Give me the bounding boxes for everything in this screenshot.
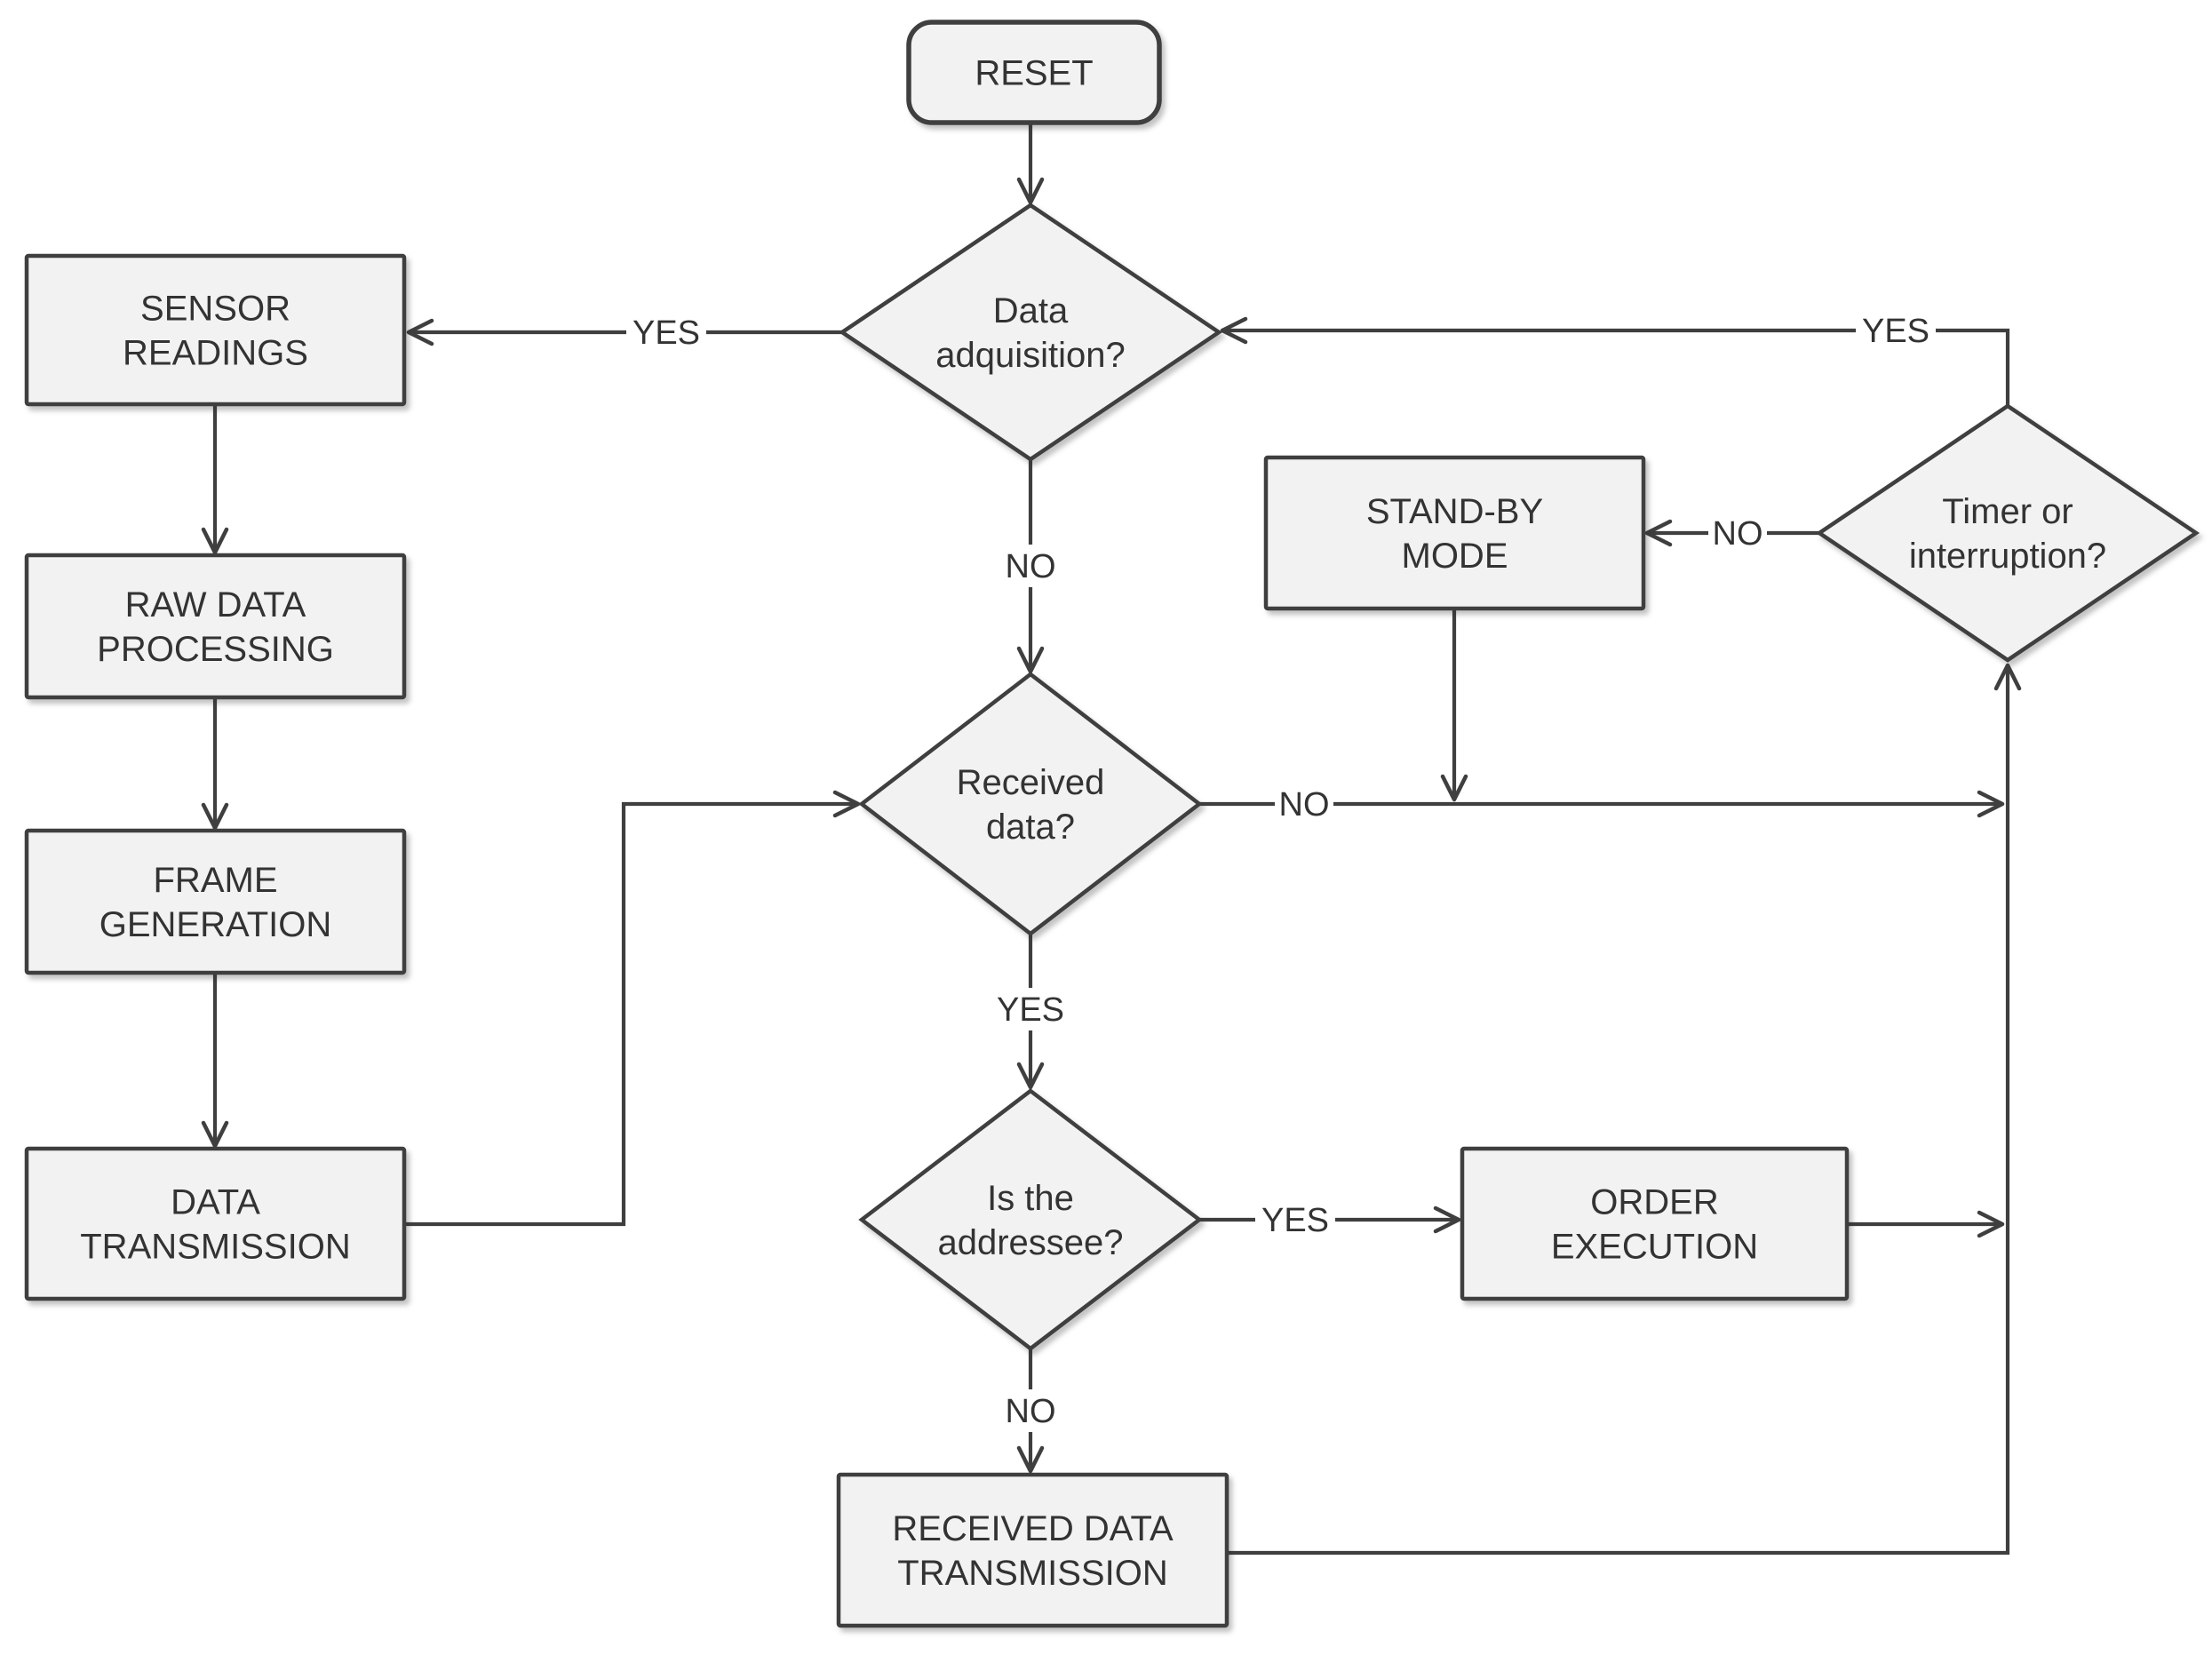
node-order-execution-shape <box>1460 1146 1850 1301</box>
edge-label-data-acquisition-no-to-received-data: NO <box>1001 545 1060 587</box>
node-data-acquisition-decision-shape <box>838 203 1223 462</box>
edge-label-plate <box>626 311 706 354</box>
node-stand-by-mode-shape <box>1263 455 1646 611</box>
edge-label-text: YES <box>1261 1202 1329 1239</box>
node-timer-or-interruption-decision-shape <box>1815 403 2200 663</box>
edge-label-plate <box>1275 783 1333 825</box>
edge-label-addressee-yes-to-order-execution: YES <box>1255 1198 1335 1241</box>
node-raw-data-processing-shape <box>24 553 407 700</box>
edge-label-addressee-no-to-received-data-transmission: NO <box>1001 1389 1060 1432</box>
edge-label-text: NO <box>1279 786 1330 824</box>
edge-label-text: NO <box>1006 1393 1056 1430</box>
node-data-transmission-shape <box>24 1146 407 1301</box>
edge-label-text: NO <box>1006 548 1056 585</box>
node-frame-generation-shape <box>24 828 407 975</box>
edge-label-timer-yes-to-data-acquisition: YES <box>1856 309 1936 352</box>
edge-label-plate <box>1708 512 1767 554</box>
node-received-data-decision-shape <box>858 672 1203 936</box>
edge-label-plate <box>1856 309 1936 352</box>
edge-label-plate <box>1001 1389 1060 1432</box>
edge-label-data-acquisition-yes-to-sensor-readings: YES <box>626 311 706 354</box>
node-reset: RESET <box>906 20 1162 125</box>
edge-label-text: NO <box>1713 515 1763 553</box>
node-reset-label: RESET <box>975 54 1093 93</box>
edge-label-plate <box>991 988 1070 1030</box>
node-reset-shape <box>906 20 1162 125</box>
edge-received-data-transmission-to-timer <box>1227 663 2022 1556</box>
edge-label-text: YES <box>997 991 1064 1029</box>
edge-label-received-data-no-to-return-line: NO <box>1275 783 1333 825</box>
node-is-the-addressee-decision-shape <box>858 1088 1203 1351</box>
node-received-data-transmission-shape <box>836 1472 1229 1628</box>
edge-timer-yes-to-data-acquisition <box>1220 316 2010 406</box>
edge-label-text: YES <box>1862 313 1930 350</box>
edge-label-text: YES <box>633 314 700 352</box>
edge-label-plate <box>1001 545 1060 587</box>
edge-data-transmission-to-received-data <box>404 790 861 1227</box>
node-sensor-readings-shape <box>24 253 407 407</box>
edge-label-received-data-yes-to-addressee: YES <box>991 988 1070 1030</box>
edge-label-timer-no-to-stand-by-mode: NO <box>1708 512 1767 554</box>
edge-label-plate <box>1255 1198 1335 1241</box>
